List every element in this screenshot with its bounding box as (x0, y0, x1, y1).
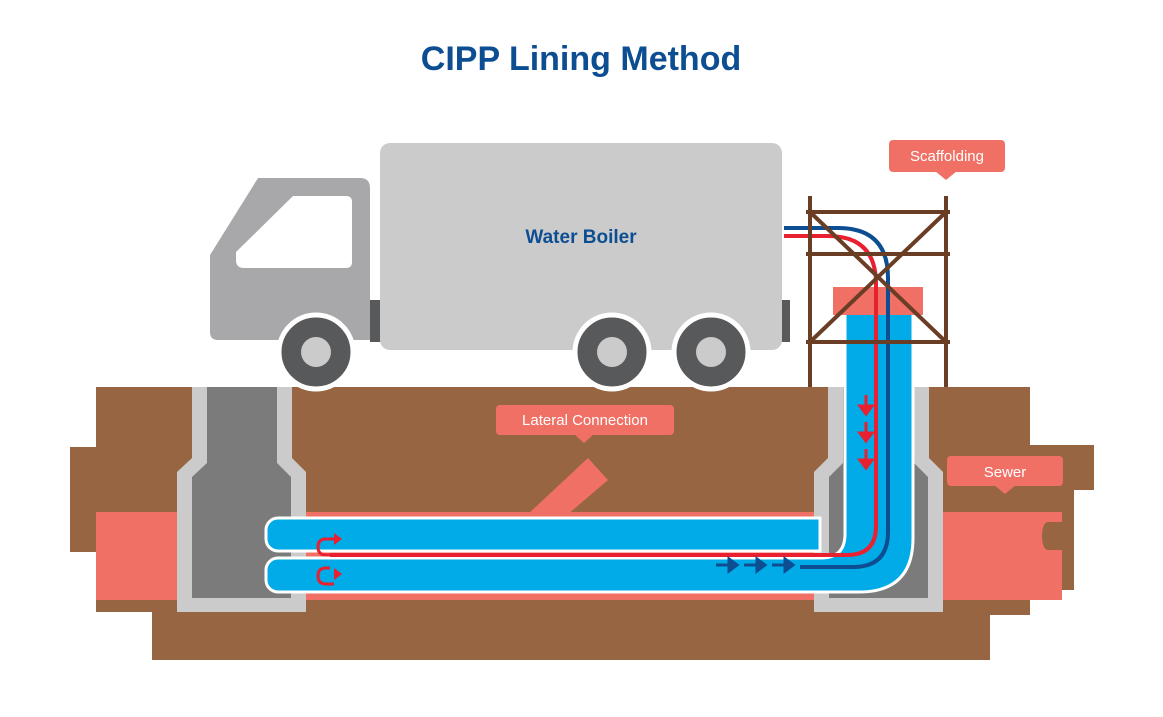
sewer-label: Sewer (984, 464, 1027, 481)
flow-arrows-down (857, 395, 875, 471)
flow-arrows-right (716, 556, 796, 574)
callout-sewer: Sewer (947, 456, 1063, 494)
scaffolding (806, 196, 950, 387)
truck-window (236, 196, 352, 268)
hot-water-hose (330, 234, 878, 557)
lateral-connection-label: Lateral Connection (522, 412, 648, 429)
lateral-pipe (527, 458, 608, 515)
truck: Water Boiler (210, 143, 790, 392)
truck-wheels (276, 312, 751, 392)
hoses (330, 226, 890, 569)
cold-water-hose (784, 226, 890, 569)
truck-boiler-body (380, 143, 782, 350)
flow-arrows-return (316, 533, 342, 586)
water-boiler-label: Water Boiler (525, 227, 637, 248)
callout-scaffolding: Scaffolding (889, 140, 1005, 180)
callout-lateral-connection: Lateral Connection (496, 405, 674, 443)
scaffolding-label: Scaffolding (910, 148, 984, 165)
diagram-title: CIPP Lining Method (421, 40, 741, 78)
